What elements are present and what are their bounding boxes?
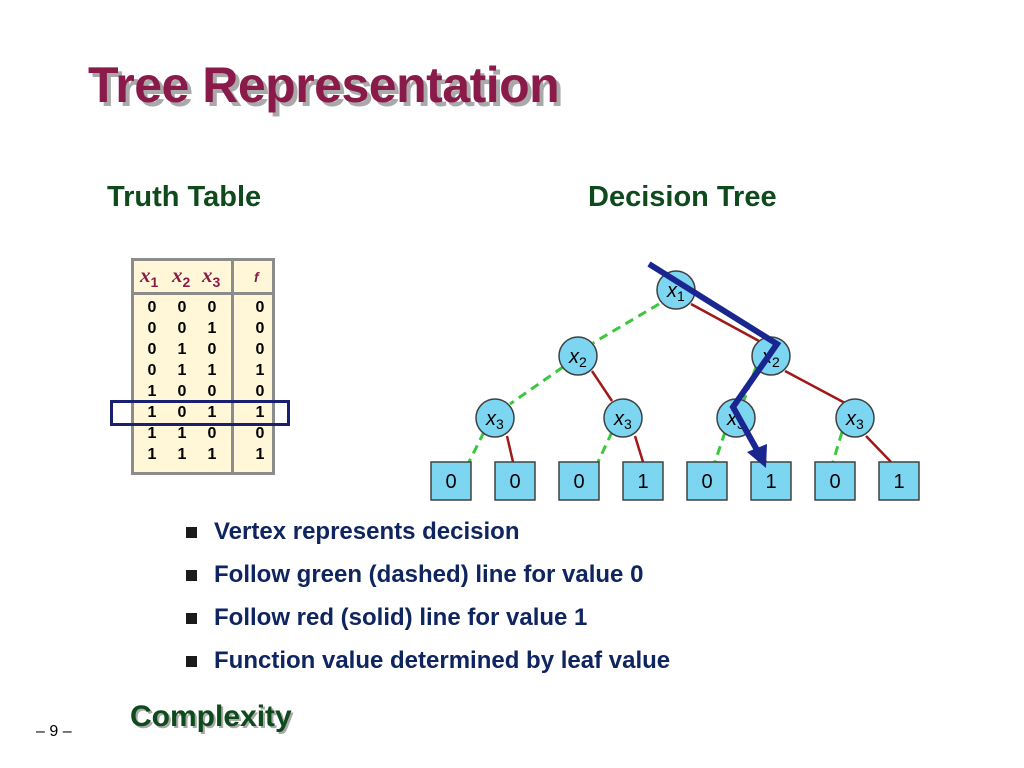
node-label: x3	[485, 408, 504, 432]
edge-x3-leaf-one	[865, 435, 892, 463]
leaf	[494, 461, 536, 501]
edge-x1-x2-zero	[592, 302, 660, 345]
node-x3	[603, 398, 643, 438]
edge-x3-leaf-zero	[596, 431, 614, 463]
arrowhead-icon	[747, 444, 767, 468]
square-bullet-icon	[186, 613, 197, 624]
page-number: – 9 –	[36, 723, 72, 740]
leaf	[430, 461, 472, 501]
edge-x2-x3-one	[784, 369, 846, 405]
edge-x3-leaf-one	[505, 435, 515, 463]
edge-x3-leaf-zero	[467, 431, 486, 463]
slide-title: Tree Representation	[88, 57, 560, 113]
edge-x2-x3-one	[590, 370, 614, 402]
header-f: f	[254, 269, 259, 285]
square-bullet-icon	[186, 527, 197, 538]
node-x3	[835, 398, 875, 438]
path-arrow	[647, 261, 782, 452]
edge-x1-x2-one	[690, 302, 760, 343]
header-x1: x1	[140, 263, 159, 291]
node-label: x1	[666, 280, 685, 304]
leaf-value: 1	[893, 471, 904, 493]
leaf-value: 1	[765, 471, 776, 493]
node-label: x3	[613, 408, 632, 432]
leaf-value: 0	[509, 471, 520, 493]
node-x2	[558, 336, 598, 376]
leaf-value: 0	[573, 471, 584, 493]
edge-x3-leaf-zero	[713, 431, 727, 463]
truth-table-heading: Truth Table	[107, 181, 262, 213]
table-header-divider	[134, 292, 272, 295]
leaf-value: 0	[829, 471, 840, 493]
table-output-divider	[231, 261, 234, 472]
header-x3: x3	[202, 263, 221, 291]
node-label: x2	[568, 346, 587, 370]
bullet-item: Vertex represents decision	[186, 518, 670, 561]
square-bullet-icon	[186, 570, 197, 581]
leaf-value: 1	[637, 471, 648, 493]
row-highlight-box	[110, 400, 290, 426]
bullet-list: Vertex represents decision Follow green …	[186, 518, 670, 690]
leaf	[558, 461, 600, 501]
leaf	[878, 461, 920, 501]
bullet-item: Follow red (solid) line for value 1	[186, 604, 670, 647]
edge-x3-leaf-one	[633, 435, 645, 463]
edge-x2-x3-zero	[509, 365, 564, 406]
leaf-value: 0	[701, 471, 712, 493]
header-x2: x2	[172, 263, 191, 291]
leaf	[622, 461, 664, 501]
bullet-item: Follow green (dashed) line for value 0	[186, 561, 670, 604]
square-bullet-icon	[186, 656, 197, 667]
leaf	[686, 461, 728, 501]
bullet-item: Function value determined by leaf value	[186, 647, 670, 690]
complexity-heading: Complexity	[130, 700, 292, 733]
node-x3	[475, 398, 515, 438]
edge-x3-leaf-zero	[831, 431, 844, 463]
decision-tree-heading: Decision Tree	[588, 181, 777, 213]
leaf-value: 0	[445, 471, 456, 493]
leaf	[814, 461, 856, 501]
node-label: x3	[845, 408, 864, 432]
leaf	[750, 461, 792, 501]
